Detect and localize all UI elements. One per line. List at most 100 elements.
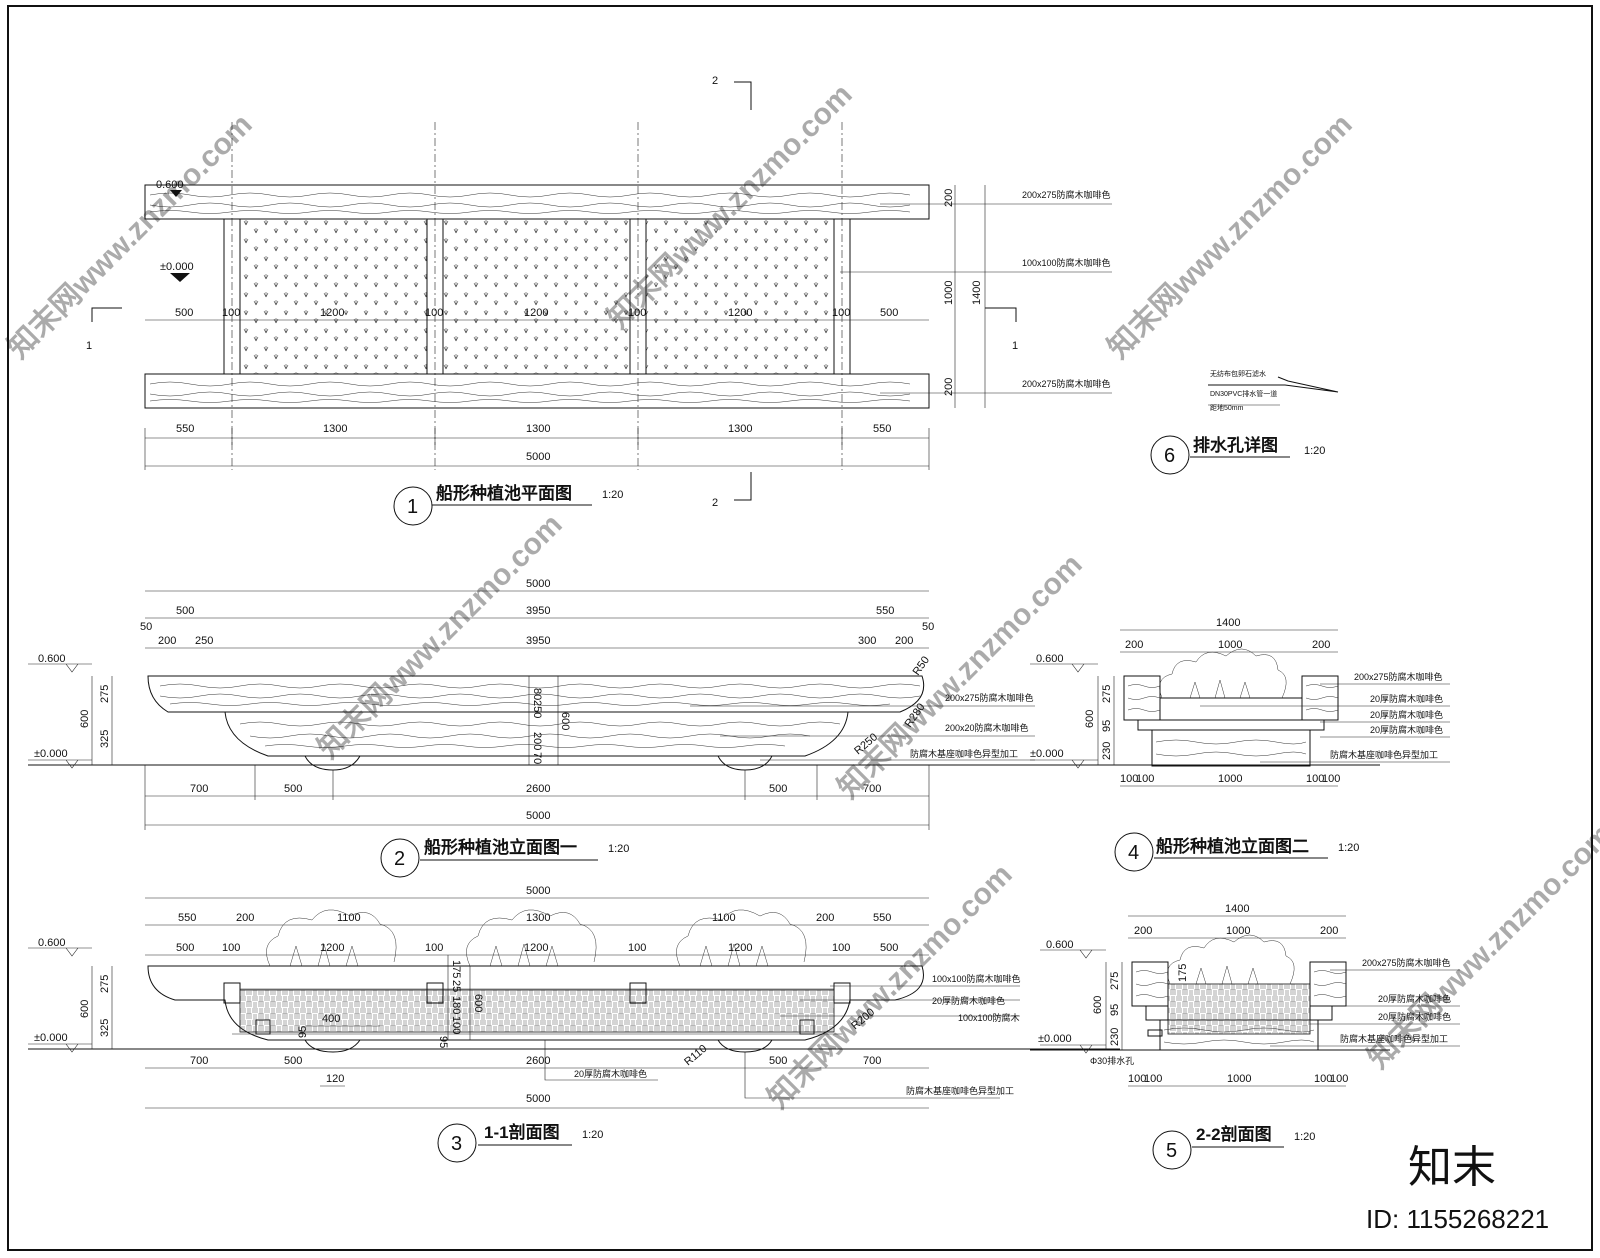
sec11-row3: 100 bbox=[832, 942, 850, 954]
plan-title: 船形种植池平面图 bbox=[436, 483, 572, 503]
sec22-top: 200 bbox=[1320, 925, 1338, 937]
sec11-row3: 100 bbox=[628, 942, 646, 954]
elev1-dim: 300 bbox=[858, 635, 876, 647]
elev1-title: 船形种植池立面图一 bbox=[424, 837, 577, 857]
plan-dim-outer: 1300 bbox=[728, 423, 752, 435]
elev2-top: 1000 bbox=[1218, 639, 1242, 651]
sec22-level-ground: ±0.000 bbox=[1038, 1033, 1072, 1045]
sec11-top: 1300 bbox=[526, 912, 550, 924]
elev1-bottom: 700 bbox=[190, 783, 208, 795]
elev2-level-ground: ±0.000 bbox=[1030, 748, 1064, 760]
section-1-1: 5000 550 200 1100 1300 1100 200 550 bbox=[28, 885, 1120, 1163]
sheet-border bbox=[7, 5, 1593, 1251]
elev1-dim: 250 bbox=[195, 635, 213, 647]
plan-total: 5000 bbox=[526, 451, 550, 463]
elev1-dim: 500 bbox=[176, 605, 194, 617]
sec22-top: 1000 bbox=[1226, 925, 1250, 937]
sec11-bottom: 2600 bbox=[526, 1055, 550, 1067]
drain-title: 排水孔详图 bbox=[1193, 435, 1278, 455]
plan-dim: 100 bbox=[628, 307, 646, 319]
watermark-text: 知末网www.znzmo.com bbox=[1362, 818, 1600, 1075]
elev2-left: 95 bbox=[1101, 720, 1113, 732]
drain-note: 距地50mm bbox=[1210, 403, 1244, 412]
elev2-title: 船形种植池立面图二 bbox=[1156, 836, 1309, 856]
elev2-level-top: 0.600 bbox=[1036, 653, 1064, 665]
elev1-bottom: 500 bbox=[284, 783, 302, 795]
watermark-text: 知末网www.znzmo.com bbox=[1102, 108, 1359, 365]
sec22-bottom: 100 bbox=[1144, 1073, 1162, 1085]
elev1-bottom: 500 bbox=[769, 783, 787, 795]
elev2-top: 200 bbox=[1312, 639, 1330, 651]
elev1-dim: 50 bbox=[140, 621, 152, 633]
sec11-note: 100x100防腐木咖啡色 bbox=[932, 973, 1021, 984]
elev1-number: 2 bbox=[394, 848, 405, 870]
plan-note: 100x100防腐木咖啡色 bbox=[1022, 257, 1111, 268]
plan-note: 200x275防腐木咖啡色 bbox=[1022, 189, 1111, 200]
elev1-radius: R50 bbox=[911, 654, 932, 677]
sec22-title: 2-2剖面图 bbox=[1196, 1124, 1272, 1144]
elev1-mid: 200 bbox=[531, 732, 543, 750]
section-mark-1-right: 1 bbox=[1012, 340, 1018, 352]
plan-dim: 1200 bbox=[728, 307, 752, 319]
sec22-bottom: 1000 bbox=[1227, 1073, 1251, 1085]
watermark-text: 知末网www.znzmo.com bbox=[762, 858, 1019, 1115]
plan-dim-right: 200 bbox=[943, 189, 955, 207]
elev2-bottom: 1000 bbox=[1218, 773, 1242, 785]
sec11-level-ground: ±0.000 bbox=[34, 1032, 68, 1044]
sec22-note: 200x275防腐木咖啡色 bbox=[1362, 957, 1451, 968]
elev2-left: 230 bbox=[1101, 742, 1113, 760]
elev1-dim: 200 bbox=[895, 635, 913, 647]
sec11-row3: 100 bbox=[425, 942, 443, 954]
sec11-row3: 100 bbox=[222, 942, 240, 954]
section-mark-2-bottom: 2 bbox=[712, 497, 718, 509]
watermark-id: ID: 1155268221 bbox=[1366, 1204, 1549, 1234]
elev2-left: 600 bbox=[1084, 710, 1096, 728]
elev1-left: 275 bbox=[99, 685, 111, 703]
sec11-row3: 1200 bbox=[728, 942, 752, 954]
sec22-scale: 1:20 bbox=[1294, 1131, 1315, 1143]
elev2-note: 20厚防腐木咖啡色 bbox=[1370, 724, 1443, 735]
elev1-note: 防腐木基座咖啡色异型加工 bbox=[910, 748, 1018, 759]
sec22-inner: 175 bbox=[1177, 964, 1189, 982]
drain-note: DN30PVC排水管一道 bbox=[1210, 389, 1277, 398]
elev2-note: 20厚防腐木咖啡色 bbox=[1370, 709, 1443, 720]
sec11-mid: 600 bbox=[472, 994, 484, 1012]
elev1-left: 325 bbox=[99, 730, 111, 748]
elev2-note: 防腐木基座咖啡色异型加工 bbox=[1330, 749, 1438, 760]
sec22-note: 防腐木基座咖啡色异型加工 bbox=[1340, 1033, 1448, 1044]
plan-dim: 1200 bbox=[524, 307, 548, 319]
elev1-level-top: 0.600 bbox=[38, 653, 66, 665]
watermark-brand: 知末 bbox=[1408, 1143, 1496, 1192]
elev2-bottom: 100 bbox=[1322, 773, 1340, 785]
sec11-mid: 180 bbox=[450, 996, 462, 1014]
sec22-left: 230 bbox=[1109, 1028, 1121, 1046]
elev2-bottom: 100 bbox=[1120, 773, 1138, 785]
elev1-dim: 50 bbox=[922, 621, 934, 633]
plan-dim-right: 1000 bbox=[943, 281, 955, 305]
section-mark-2-top: 2 bbox=[712, 75, 718, 87]
elev1-left: 600 bbox=[79, 710, 91, 728]
sec11-mid: 175 bbox=[450, 960, 462, 978]
plan-level-ground: ±0.000 bbox=[160, 261, 194, 273]
elev1-total: 5000 bbox=[526, 578, 550, 590]
sec22-note: 20厚防腐木咖啡色 bbox=[1378, 993, 1451, 1004]
plan-dim-outer: 1300 bbox=[323, 423, 347, 435]
sec11-row3: 1200 bbox=[524, 942, 548, 954]
sec11-mid: 95 bbox=[437, 1036, 449, 1048]
elev1-mid: 70 bbox=[531, 752, 543, 764]
sec22-top: 200 bbox=[1134, 925, 1152, 937]
section-2-2: 1400 200 1000 200 0.600 ±0.000 600 275 9… bbox=[1030, 903, 1460, 1170]
plan-number: 1 bbox=[407, 496, 418, 518]
sec22-bottom: 100 bbox=[1330, 1073, 1348, 1085]
elev1-bottom: 700 bbox=[863, 783, 881, 795]
sec11-small: 95 bbox=[297, 1026, 309, 1038]
sec11-level-top: 0.600 bbox=[38, 937, 66, 949]
sec22-number: 5 bbox=[1166, 1140, 1177, 1162]
plan-view: 0.600 ±0.000 500 100 1200 100 1200 100 1… bbox=[86, 75, 1112, 526]
plan-dim: 500 bbox=[880, 307, 898, 319]
elev2-top: 200 bbox=[1125, 639, 1143, 651]
drain-scale: 1:20 bbox=[1304, 445, 1325, 457]
elev1-dim: 200 bbox=[158, 635, 176, 647]
plan-dim: 1200 bbox=[320, 307, 344, 319]
sec11-note: 100x100防腐木 bbox=[958, 1012, 1020, 1023]
